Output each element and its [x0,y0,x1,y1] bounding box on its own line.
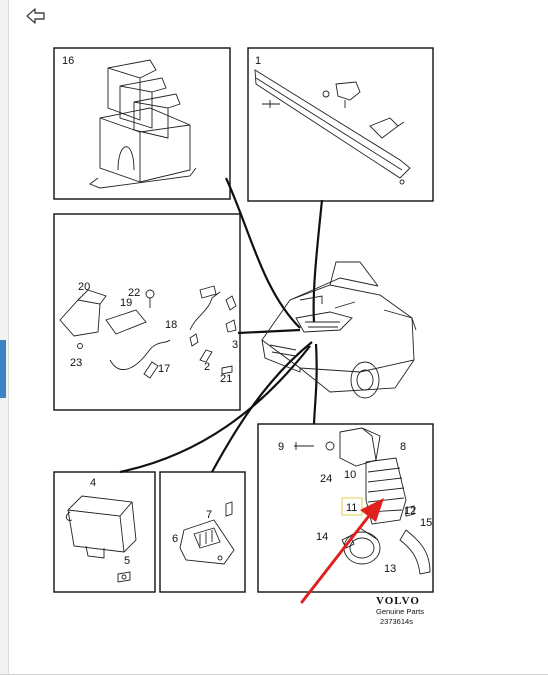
callout-13: 13 [384,563,396,575]
callout-4: 4 [90,477,96,489]
sensor-kit-drawing [59,285,237,379]
highlight-box-11 [341,497,363,516]
callout-1: 1 [255,55,261,67]
page-edge [0,0,9,675]
air-intake-drawing [294,427,431,575]
callout-22: 22 [128,287,140,299]
callout-16: 16 [62,55,74,67]
callout-24: 24 [320,473,332,485]
footer-brand: VOLVO Genuine Parts 2373614s [376,595,424,626]
callout-17: 17 [158,363,170,375]
callout-11: 11 [346,502,357,514]
callout-21: 21 [220,373,232,385]
panel-control-unit [53,471,156,593]
part-number: 2373614s [380,617,413,626]
callout-12: 12 [404,505,416,517]
back-arrow-icon[interactable] [24,6,48,26]
leader-lines [119,177,324,474]
wiring-rail-drawing [254,69,411,185]
callout-15: 15 [420,517,432,529]
callout-10: 10 [344,469,356,481]
callout-5: 5 [124,555,130,567]
car-illustration [261,261,417,399]
brand-logo-text: VOLVO [376,595,420,607]
pointer-arrow [300,498,384,604]
callout-20: 20 [78,281,90,293]
callout-labels: 16 1 20 22 19 18 23 17 2 3 21 9 8 24 10 … [62,55,432,575]
callout-14: 14 [316,531,328,543]
control-unit-drawing [65,495,137,583]
panel-sensor-bracket [159,471,246,593]
callout-23: 23 [70,357,82,369]
side-panel-tab[interactable] [0,340,6,398]
callout-7: 7 [206,509,212,521]
callout-9: 9 [278,441,284,453]
callout-19: 19 [120,297,132,309]
sensor-bracket-drawing [179,501,235,565]
panel-wiring-rail [247,47,434,202]
callout-3: 3 [232,339,238,351]
panel-sensors [53,213,241,411]
callout-6: 6 [172,533,178,545]
callout-8: 8 [400,441,406,453]
callout-2: 2 [204,361,210,373]
relay-holder-drawing [89,59,197,189]
brand-subtitle: Genuine Parts [376,607,424,616]
panel-air-intake [257,423,434,593]
panel-relay-holder [53,47,231,200]
callout-18: 18 [165,319,177,331]
